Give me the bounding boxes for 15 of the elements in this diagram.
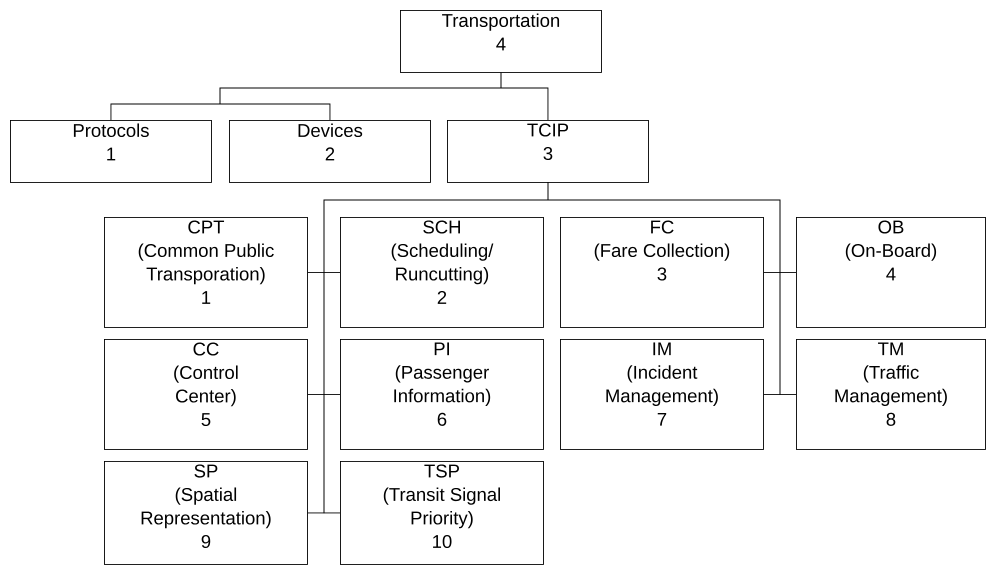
category-box: Protocols 1 [10,120,212,183]
category-box: Transportation 4 [400,10,602,73]
module-box: SP (Spatial Representation) 9 [104,461,308,565]
module-box: TSP (Transit Signal Priority) 10 [340,461,544,565]
module-box: OB (On-Board) 4 [796,217,986,328]
module-box: TM (Traffic Management) 8 [796,339,986,450]
module-box: CPT (Common Public Transporation) 1 [104,217,308,328]
module-box: FC (Fare Collection) 3 [560,217,764,328]
module-box: SCH (Scheduling/ Runcutting) 2 [340,217,544,328]
module-box: CC (Control Center) 5 [104,339,308,450]
module-box: IM (Incident Management) 7 [560,339,764,450]
module-box: PI (Passenger Information) 6 [340,339,544,450]
category-box: Devices 2 [229,120,431,183]
category-box: TCIP 3 [447,120,649,183]
connector-line [500,72,548,120]
